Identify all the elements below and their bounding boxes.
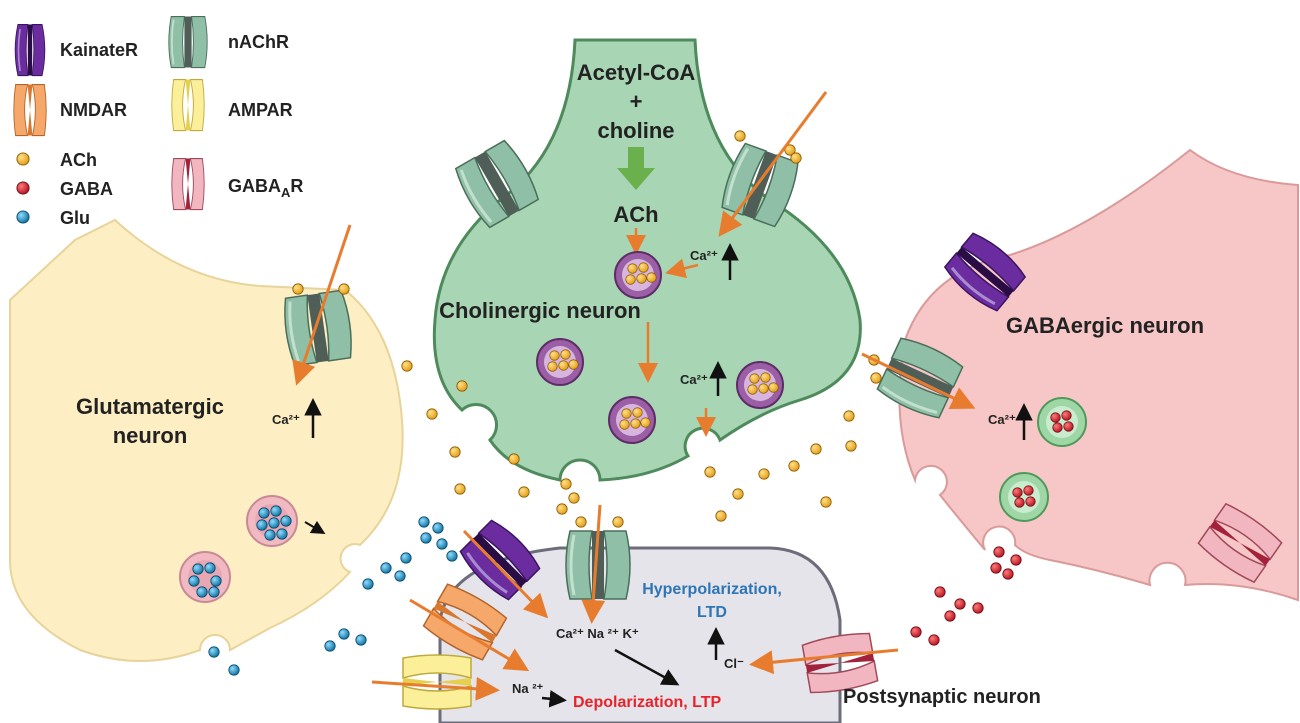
glu-influx-arrow bbox=[462, 529, 549, 619]
glu-vesicle bbox=[246, 495, 298, 547]
ach-vesicles bbox=[536, 251, 784, 444]
ach-influx-arrow bbox=[292, 224, 352, 386]
legend-ampar-label: AMPAR bbox=[228, 100, 293, 120]
cholinergic-label: Cholinergic neuron bbox=[439, 298, 641, 323]
postsynaptic-ions-label: Ca²⁺ Na ²⁺ K⁺ bbox=[556, 626, 639, 641]
vesicle-arrow bbox=[304, 520, 326, 535]
free-gaba-molecules bbox=[910, 546, 1022, 646]
glu-influx-arrow bbox=[371, 676, 500, 701]
legend-kainate-label: KainateR bbox=[60, 40, 138, 60]
ach-influx-arrow bbox=[861, 352, 976, 410]
gabaa-receptor-icon bbox=[171, 157, 205, 211]
legend-glu-label: Glu bbox=[60, 208, 90, 228]
ach-influx-arrow bbox=[581, 504, 606, 624]
nachr-receptor-glutamatergic bbox=[280, 288, 356, 368]
chloride-label: Cl⁻ bbox=[724, 656, 744, 671]
ach-vesicle bbox=[736, 361, 784, 409]
legend-gaba-label: GABA bbox=[60, 179, 113, 199]
gaba-vesicle bbox=[999, 472, 1049, 522]
ampa-receptor-icon bbox=[171, 78, 205, 132]
ach-molecule-icon bbox=[16, 152, 30, 166]
hyperpolarization-label-1: Hyperpolarization, bbox=[642, 581, 782, 598]
legend-ach-label: ACh bbox=[60, 150, 97, 170]
synthesis-arrow bbox=[617, 147, 655, 190]
ampa-receptor-postsynaptic bbox=[402, 654, 472, 710]
ach-vesicle bbox=[536, 338, 584, 386]
depolarization-label: Depolarization, LTP bbox=[573, 694, 721, 711]
depol-arrow bbox=[614, 648, 680, 686]
ca-label-cholinergic-bottom: Ca²⁺ bbox=[680, 372, 708, 387]
gaba-vesicle bbox=[1037, 397, 1087, 447]
legend-nachr-label: nAChR bbox=[228, 32, 289, 52]
legend-nmdar-label: NMDAR bbox=[60, 100, 127, 120]
glu-molecule-icon bbox=[16, 210, 30, 224]
ach-vesicle bbox=[614, 251, 662, 299]
gaba-molecule-icon bbox=[16, 181, 30, 195]
glutamatergic-label-1: Glutamatergic bbox=[76, 394, 224, 419]
ach-vesicle bbox=[608, 396, 656, 444]
choline-label: choline bbox=[597, 118, 674, 143]
hyperpolarization-label-2: LTD bbox=[697, 604, 727, 621]
ca-label-glutamatergic: Ca²⁺ bbox=[272, 412, 300, 427]
ca-to-vesicle-arrow bbox=[665, 258, 699, 279]
sodium-arrow bbox=[541, 690, 567, 708]
glu-influx-arrow bbox=[409, 598, 530, 672]
legend: KainateR NMDAR ACh GABA Glu nAChR AMPAR … bbox=[13, 15, 303, 228]
glutamatergic-label-2: neuron bbox=[113, 423, 188, 448]
glu-vesicle bbox=[179, 551, 231, 603]
kainate-receptor-icon bbox=[14, 23, 46, 77]
nachr-receptor-icon bbox=[167, 15, 209, 69]
acetylcoa-label: Acetyl-CoA bbox=[577, 60, 696, 85]
ach-synth-label: ACh bbox=[613, 202, 658, 227]
ach-influx-arrow bbox=[718, 91, 828, 237]
gaba-influx-arrow bbox=[749, 648, 899, 675]
ca-label-cholinergic-top: Ca²⁺ bbox=[690, 248, 718, 263]
plus-label: + bbox=[630, 89, 643, 114]
ca-label-gabaergic: Ca²⁺ bbox=[988, 412, 1016, 427]
postsynaptic-label: Postsynaptic neuron bbox=[843, 686, 1041, 708]
nmda-receptor-icon bbox=[13, 83, 47, 137]
gabaergic-label: GABAergic neuron bbox=[1006, 313, 1204, 338]
legend-gabaar-label: GABAAR bbox=[228, 176, 303, 200]
sodium-label: Na ²⁺ bbox=[512, 681, 544, 696]
